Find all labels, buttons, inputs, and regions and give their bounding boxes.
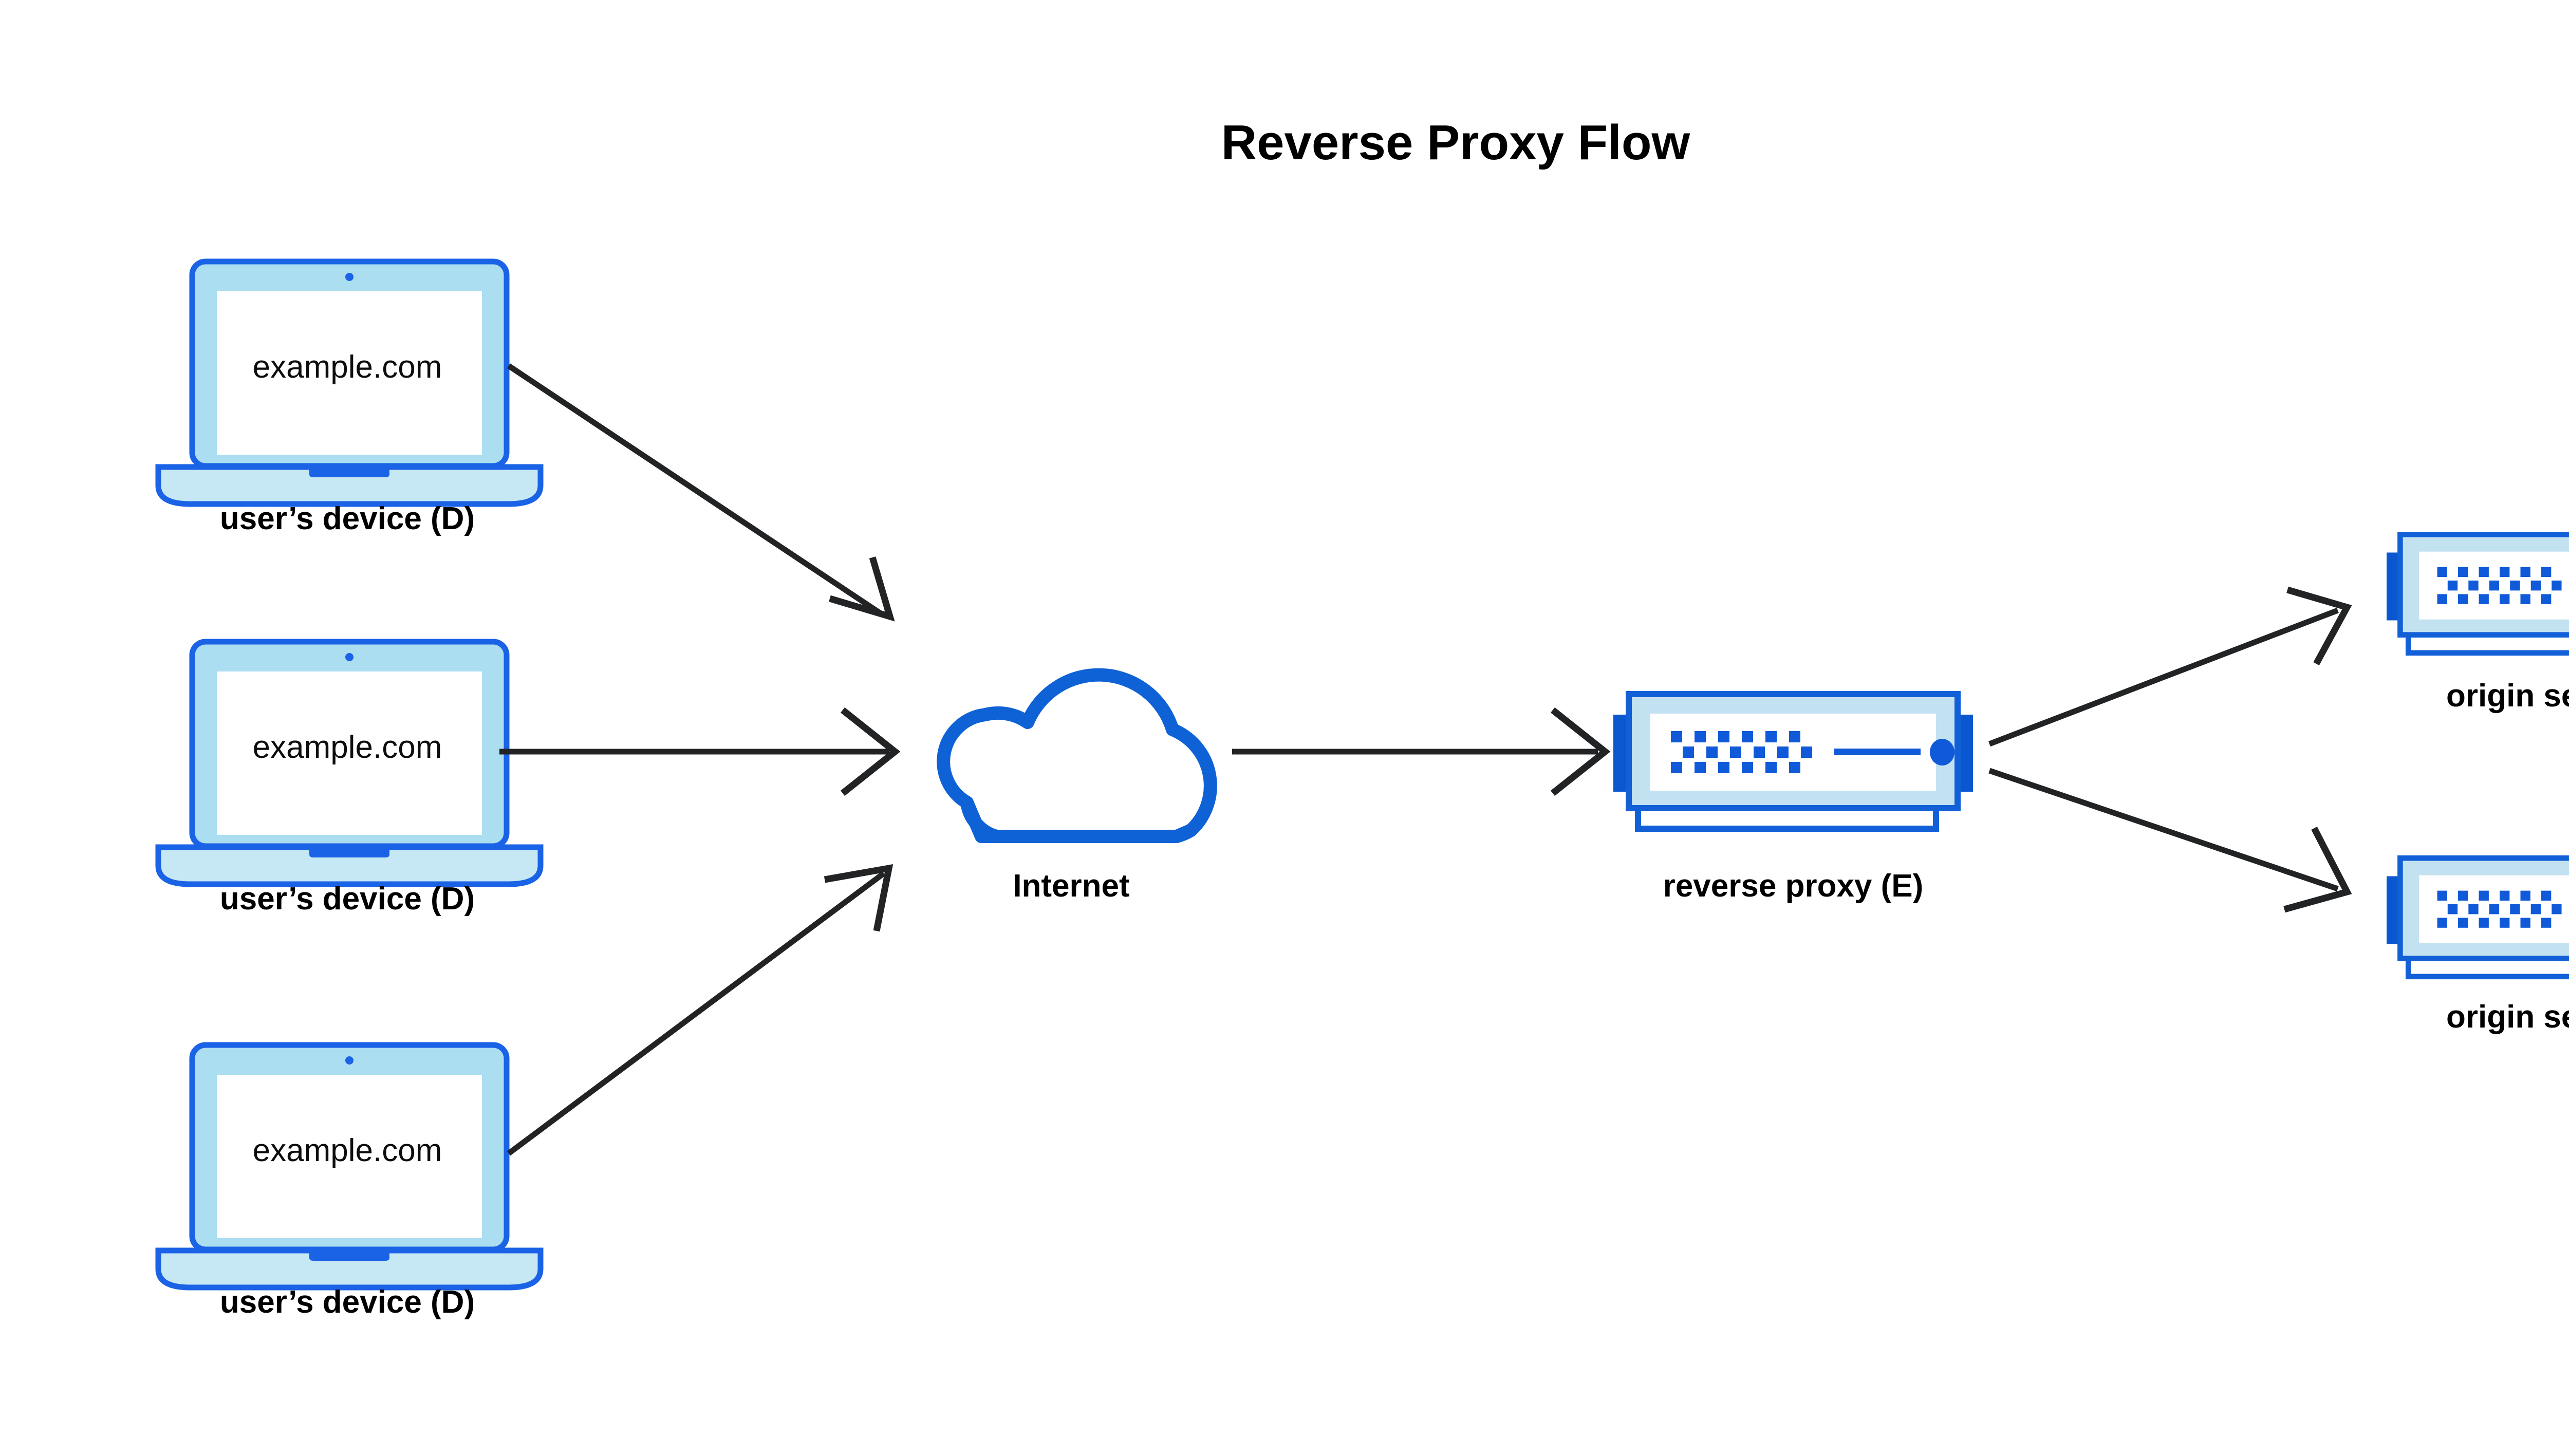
server-icon	[2387, 534, 2569, 653]
client-screen-text: example.com	[253, 730, 442, 765]
page-title: Reverse Proxy Flow	[1221, 115, 1690, 170]
edge-client-bottom-to-internet	[507, 864, 893, 1156]
client-screen-text: example.com	[253, 349, 442, 385]
node-client-bottom[interactable]: example.com user’s device (D)	[158, 1045, 541, 1320]
node-reverse-proxy[interactable]: reverse proxy (E)	[1613, 694, 1973, 904]
reverse-proxy-label: reverse proxy (E)	[1663, 868, 1924, 904]
edge-client-middle-to-internet	[499, 707, 901, 796]
client-label: user’s device (D)	[220, 501, 475, 536]
client-screen-text: example.com	[253, 1133, 442, 1168]
node-client-top[interactable]: example.com user’s device (D)	[158, 262, 541, 536]
client-label: user’s device (D)	[220, 881, 475, 917]
edge-client-top-to-internet	[507, 363, 895, 622]
server-icon	[1613, 694, 1973, 829]
node-client-middle[interactable]: example.com user’s device (D)	[158, 642, 541, 917]
node-internet[interactable]: Internet	[943, 675, 1211, 904]
node-origin-bottom[interactable]: origin server (F)	[2387, 858, 2569, 1035]
edge-proxy-to-origin-top	[1988, 586, 2352, 747]
node-origin-top[interactable]: origin server (F)	[2387, 534, 2569, 714]
internet-label: Internet	[1013, 868, 1129, 904]
origin-server-label: origin server (F)	[2446, 678, 2569, 714]
edge-proxy-to-origin-bottom	[1988, 768, 2352, 913]
edge-internet-to-proxy	[1232, 707, 1611, 796]
server-icon	[2387, 858, 2569, 977]
origin-server-label: origin server (F)	[2446, 999, 2569, 1035]
client-label: user’s device (D)	[220, 1284, 475, 1320]
